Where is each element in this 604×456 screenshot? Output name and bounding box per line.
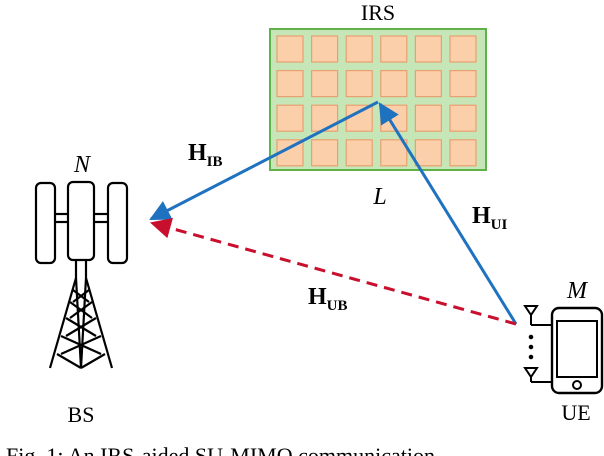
irs-element bbox=[414, 139, 442, 167]
irs-element bbox=[276, 69, 304, 98]
irs-element bbox=[380, 139, 408, 167]
irs-element bbox=[345, 104, 373, 132]
channel-ui-label: HUI bbox=[472, 203, 508, 233]
bs-antenna-label: N bbox=[73, 152, 92, 178]
irs-element bbox=[276, 35, 304, 63]
irs-element bbox=[345, 69, 373, 98]
irs-size-label: L bbox=[372, 184, 386, 210]
channel-ub-arrow bbox=[149, 217, 517, 326]
irs-element bbox=[414, 69, 442, 98]
irs-label: IRS bbox=[361, 0, 395, 25]
figure-caption: Fig. 1: An IRS-aided SU-MIMO communicati… bbox=[6, 443, 435, 456]
irs-element bbox=[380, 69, 408, 98]
channel-ib-label: HIB bbox=[188, 140, 223, 170]
irs-element bbox=[311, 35, 339, 63]
bs-label: BS bbox=[68, 402, 95, 427]
bs-tower-icon bbox=[34, 180, 129, 369]
irs-element bbox=[449, 139, 477, 167]
irs-panel bbox=[269, 28, 487, 171]
irs-element bbox=[311, 69, 339, 98]
irs-element-grid bbox=[276, 35, 477, 167]
ue-label: UE bbox=[561, 400, 590, 425]
irs-element bbox=[414, 35, 442, 63]
irs-element bbox=[276, 104, 304, 132]
irs-element bbox=[311, 104, 339, 132]
irs-element bbox=[380, 35, 408, 63]
channel-ub-label: HUB bbox=[308, 284, 348, 314]
ue-antenna-label: M bbox=[566, 278, 589, 304]
irs-element bbox=[449, 69, 477, 98]
irs-element bbox=[449, 104, 477, 132]
irs-element bbox=[345, 139, 373, 167]
ue-device-icon bbox=[523, 305, 604, 395]
channel-ui-arrow bbox=[378, 102, 518, 325]
channel-ib-arrow bbox=[149, 100, 379, 221]
irs-element bbox=[449, 35, 477, 63]
irs-element bbox=[414, 104, 442, 132]
irs-element bbox=[311, 139, 339, 167]
irs-element bbox=[345, 35, 373, 63]
